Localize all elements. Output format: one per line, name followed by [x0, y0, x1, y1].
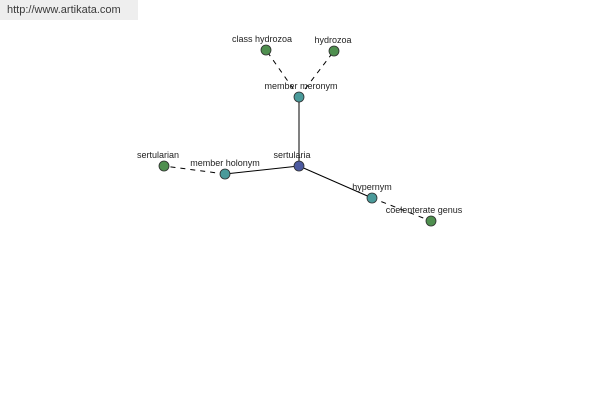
node-label-member-meronym: member meronym	[264, 81, 337, 91]
graph-nodes	[158, 44, 437, 227]
node-label-sertularian: sertularian	[137, 150, 179, 160]
node-label-member-holonym: member holonym	[190, 158, 260, 168]
node-sertularia[interactable]	[293, 160, 305, 172]
node-sertularian[interactable]	[158, 160, 170, 172]
node-member-holonym[interactable]	[219, 168, 231, 180]
watermark: http://www.artikata.com	[0, 0, 138, 20]
edge-sertularia-to-hypernym	[298, 165, 373, 199]
edge-member-holonym-to-sertularian	[163, 165, 226, 175]
node-member-meronym[interactable]	[293, 91, 305, 103]
graph-edges	[163, 49, 432, 222]
node-hypernym[interactable]	[366, 192, 378, 204]
node-class-hydrozoa[interactable]	[260, 44, 272, 56]
graph-labels: sertularia member meronym member holonym hy…	[137, 34, 463, 215]
node-coelenterate-genus[interactable]	[425, 215, 437, 227]
node-label-coelenterate-genus: coelenterate genus	[386, 205, 463, 215]
node-label-class-hydrozoa: class hydrozoa	[232, 34, 292, 44]
node-label-hypernym: hypernym	[352, 182, 392, 192]
node-label-sertularia: sertularia	[273, 150, 310, 160]
edge-sertularia-to-member-holonym	[224, 165, 300, 175]
node-label-hydrozoa: hydrozoa	[314, 35, 351, 45]
node-hydrozoa[interactable]	[328, 45, 340, 57]
edge-hypernym-to-coelenterate-genus	[371, 197, 432, 222]
watermark-url[interactable]: http://www.artikata.com	[7, 4, 121, 16]
